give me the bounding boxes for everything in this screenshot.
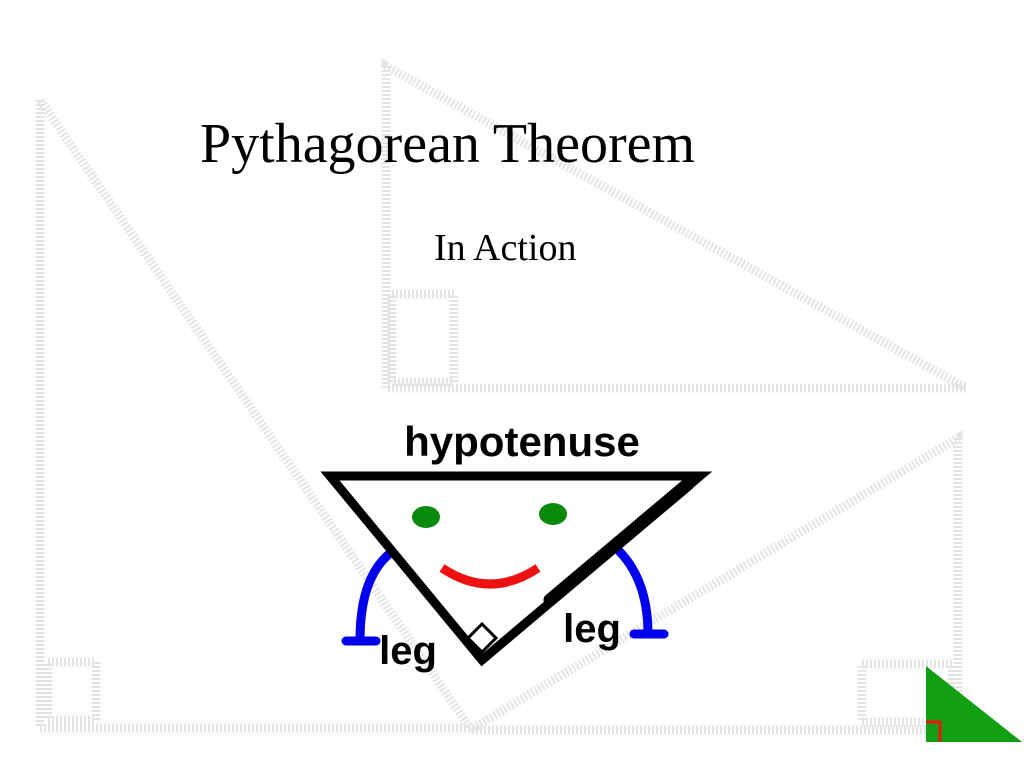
bg-triangle-top-right bbox=[381, 58, 984, 393]
corner-green-triangle bbox=[926, 666, 1022, 742]
bg-right-angle-top bbox=[387, 289, 459, 387]
bg-triangle-bottom-right bbox=[453, 430, 963, 735]
slide-title: Pythagorean Theorem bbox=[200, 113, 696, 175]
left-arm bbox=[355, 550, 393, 645]
bg-right-angle-left bbox=[43, 657, 101, 725]
right-arm bbox=[611, 543, 653, 639]
hypotenuse-label: hypotenuse bbox=[404, 418, 640, 465]
right-leg-label: leg bbox=[563, 607, 621, 651]
smile bbox=[439, 564, 541, 589]
left-eye bbox=[412, 506, 440, 528]
left-leg-label: leg bbox=[379, 629, 437, 673]
corner-right-angle-mark bbox=[926, 720, 942, 742]
slide-subtitle: In Action bbox=[434, 227, 577, 269]
bg-triangle-left bbox=[35, 85, 479, 733]
right-angle-marker bbox=[465, 621, 499, 655]
thick-leg-edge bbox=[543, 477, 695, 607]
bg-right-angle-bottom bbox=[857, 659, 957, 727]
right-eye bbox=[539, 503, 567, 525]
